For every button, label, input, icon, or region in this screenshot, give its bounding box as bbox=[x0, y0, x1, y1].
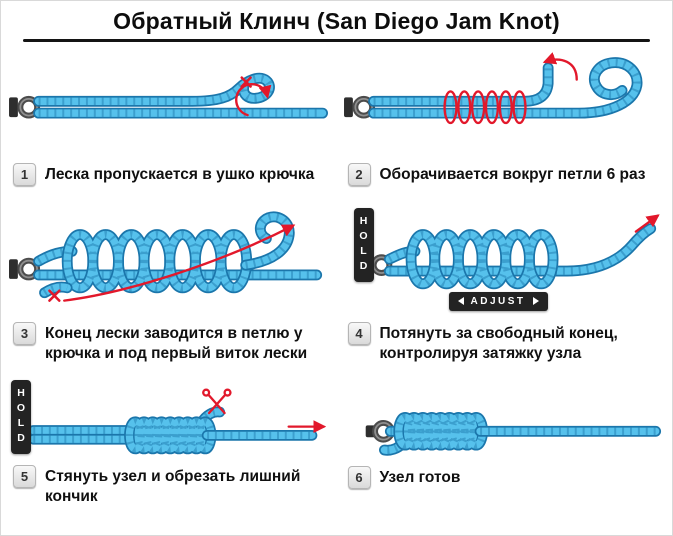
step-number-badge: 2 bbox=[347, 162, 371, 186]
adjust-arrow-right-icon bbox=[532, 297, 539, 306]
step-3-illustration bbox=[9, 202, 330, 315]
step-caption: Стянуть узел и обрезать лишний кончик bbox=[45, 467, 301, 506]
step-3: 3 Конец лески заводится в петлю у крючка… bbox=[9, 202, 330, 365]
fishing-line bbox=[373, 63, 636, 114]
step-6-art bbox=[365, 380, 665, 459]
fishing-line bbox=[389, 228, 650, 283]
step-caption: Конец лески заводится в петлю у крючка и… bbox=[45, 324, 308, 363]
step-caption: Узел готов bbox=[379, 469, 461, 487]
adjust-label: ADJUST bbox=[448, 291, 548, 311]
step-3-art bbox=[9, 202, 330, 302]
step-5-caption-row: 5 Стянуть узел и обрезать лишний кончик bbox=[9, 464, 330, 507]
step-5-art bbox=[14, 388, 327, 458]
fishing-line bbox=[39, 216, 317, 292]
step-6: 6 Узел готов bbox=[344, 380, 665, 507]
step-number-badge: 3 bbox=[13, 321, 36, 345]
step-number-badge: 1 bbox=[13, 162, 36, 186]
step-number-badge: 6 bbox=[347, 466, 371, 490]
hook-eye-icon bbox=[9, 257, 41, 280]
hook-eye-icon bbox=[9, 95, 41, 119]
step-1-art bbox=[9, 52, 330, 119]
direction-arrow-icon bbox=[542, 52, 578, 81]
step-1-caption-row: 1 Леска пропускается в ушко крючка bbox=[9, 162, 330, 186]
step-6-caption-row: 6 Узел готов bbox=[344, 466, 665, 490]
step-6-illustration bbox=[344, 380, 665, 459]
step-2-caption-row: 2 Оборачивается вокруг петли 6 раз bbox=[344, 162, 665, 186]
fishing-line bbox=[33, 412, 312, 449]
wrap-coils bbox=[442, 90, 527, 125]
hold-label-text: HOLD bbox=[15, 387, 27, 448]
step-5-illustration: HOLD bbox=[9, 380, 330, 458]
step-1-illustration bbox=[9, 52, 330, 156]
page-title: Обратный Клинч (San Diego Jam Knot) bbox=[113, 8, 560, 34]
hold-label-text: HOLD bbox=[357, 214, 370, 275]
direction-arrow-icon bbox=[634, 213, 660, 233]
step-2-art bbox=[343, 52, 665, 125]
step-4-illustration: HOLD ADJUST bbox=[344, 202, 665, 315]
step-1: 1 Леска пропускается в ушко крючка bbox=[9, 52, 330, 186]
title-divider bbox=[23, 39, 650, 42]
step-caption: Потянуть за свободный конец, контролируя… bbox=[379, 324, 618, 363]
adjust-arrow-left-icon bbox=[457, 297, 464, 306]
step-4-caption-row: 4 Потянуть за свободный конец, контролир… bbox=[344, 321, 665, 364]
step-2: 2 Оборачивается вокруг петли 6 раз bbox=[343, 52, 665, 186]
fishing-line bbox=[39, 78, 323, 113]
scissors-icon bbox=[202, 388, 232, 415]
steps-grid: 1 Леска пропускается в ушко крючка bbox=[1, 48, 672, 507]
hook-eye-icon bbox=[343, 95, 375, 119]
step-caption: Леска пропускается в ушко крючка bbox=[45, 165, 315, 183]
fishing-line bbox=[384, 418, 655, 451]
cross-mark-icon bbox=[48, 289, 61, 302]
step-4: HOLD ADJUST bbox=[344, 202, 665, 365]
step-2-illustration bbox=[343, 52, 665, 156]
hold-label: HOLD bbox=[11, 380, 31, 455]
step-3-caption-row: 3 Конец лески заводится в петлю у крючка… bbox=[9, 321, 330, 364]
direction-arrow-icon bbox=[63, 224, 296, 302]
step-5: HOLD bbox=[9, 380, 330, 507]
step-caption: Оборачивается вокруг петли 6 раз bbox=[379, 165, 646, 183]
adjust-label-text: ADJUST bbox=[470, 295, 526, 307]
direction-arrow-icon bbox=[235, 83, 272, 117]
step-number-badge: 5 bbox=[13, 464, 36, 488]
hold-label: HOLD bbox=[353, 207, 374, 282]
step-number-badge: 4 bbox=[347, 321, 371, 345]
